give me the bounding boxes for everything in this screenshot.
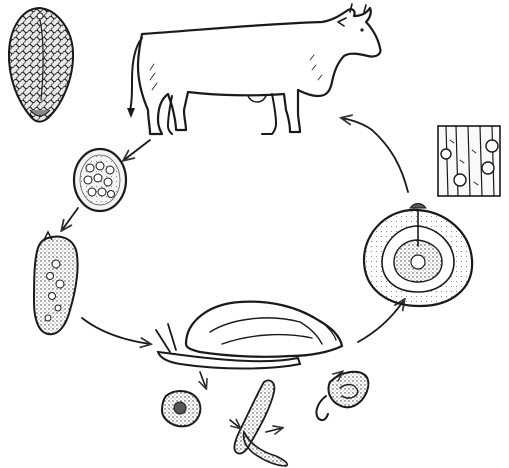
grass-cysts-icon (438, 126, 500, 196)
adult-fluke-icon (9, 8, 73, 122)
miracidium-icon (34, 232, 78, 334)
cercaria-icon (316, 372, 368, 420)
egg-icon (74, 149, 126, 211)
cow-icon (127, 4, 380, 134)
arrow-egg-to-miracidium (62, 208, 78, 230)
redia-icon (230, 380, 287, 466)
arrow-miracidium-to-snail (82, 318, 150, 344)
arrow-cyst-to-cow (342, 118, 408, 192)
metacercaria-icon (364, 204, 472, 307)
arrow-snail-to-metacercaria (358, 300, 404, 342)
arrow-snail-to-sporocyst (200, 372, 206, 388)
snail-icon (156, 302, 342, 369)
sporocyst-icon (162, 391, 200, 426)
arrow-cow-to-egg (124, 140, 150, 160)
